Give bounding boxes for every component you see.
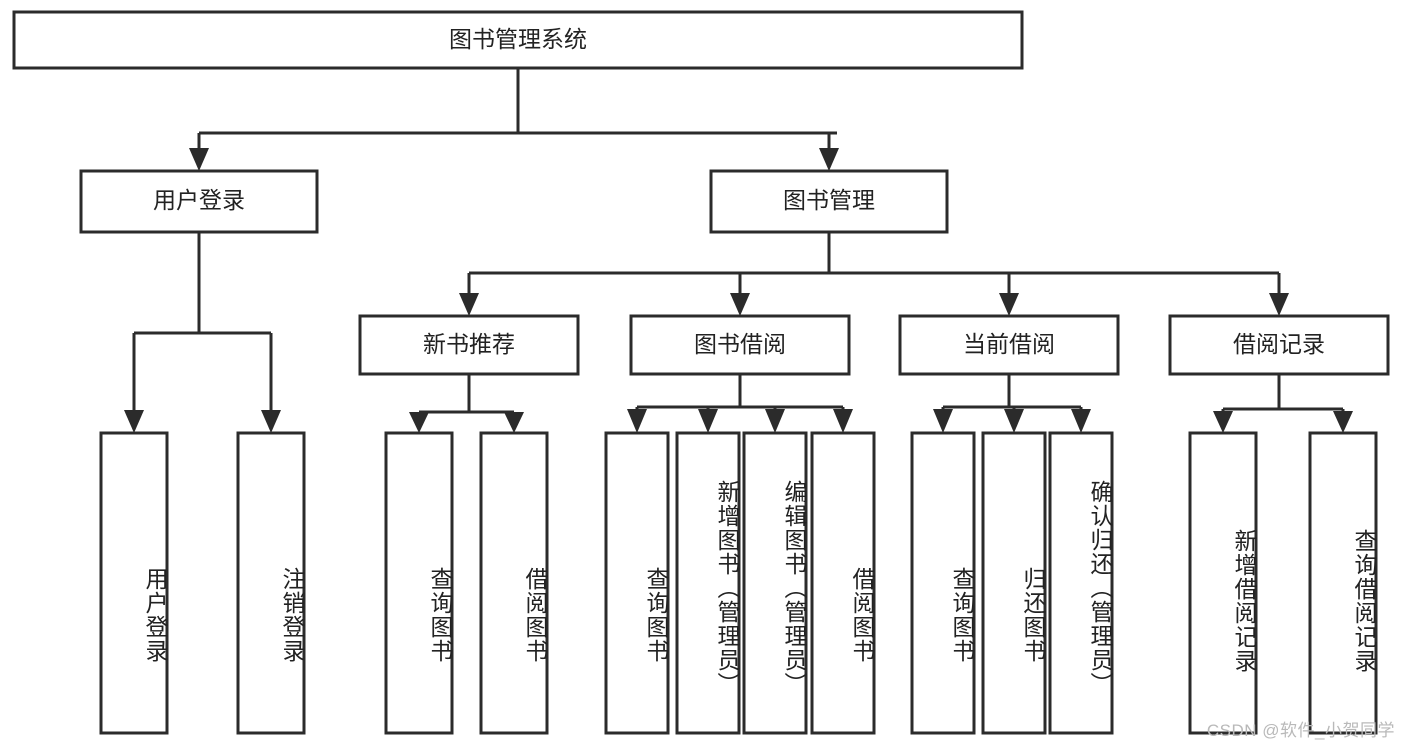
arrowhead-icon-leaf-4	[504, 412, 524, 433]
arrowhead-icon-leaf-3	[409, 412, 429, 433]
arrowhead-icon-leaf-13	[1333, 411, 1353, 433]
node-new-book-recommend-label: 新书推荐	[423, 331, 515, 357]
leaf-box-group	[99, 431, 1378, 735]
leaf-box-edit-book-admin[interactable]	[742, 431, 808, 735]
node-borrow-record-box[interactable]	[1168, 314, 1390, 376]
node-current-borrow-box[interactable]	[898, 314, 1120, 376]
leaf-box-add-book-admin[interactable]	[675, 431, 741, 735]
node-current-borrow[interactable]: 当前借阅	[898, 314, 1120, 376]
leaf-box-borrow-book-nb[interactable]	[479, 431, 549, 735]
arrowhead-icon-leaf-1	[124, 410, 144, 433]
arrowhead-icon-borrow	[730, 293, 750, 316]
leaf-box-query-book-cb[interactable]	[910, 431, 976, 735]
arrowhead-icon-leaf-9	[933, 409, 953, 433]
node-book-manage-box[interactable]	[709, 169, 949, 234]
arrowhead-icon-leaf-10	[1004, 409, 1024, 433]
csdn-watermark: CSDN @软件_小贺同学	[1206, 721, 1395, 740]
node-user-login-box[interactable]	[79, 169, 319, 234]
arrowhead-icon-user-login	[189, 148, 209, 171]
arrowhead-icon-new-book	[459, 293, 479, 316]
node-book-borrow[interactable]: 图书借阅	[629, 314, 851, 376]
connector-group-root	[189, 68, 839, 171]
leaf-box-query-book-bb[interactable]	[604, 431, 670, 735]
leaf-box-logout[interactable]	[236, 431, 306, 735]
connector-group-book-manage	[459, 232, 1289, 316]
arrowhead-icon-leaf-11	[1071, 409, 1091, 433]
arrowhead-icon-current	[999, 293, 1019, 316]
connector-group-current-borrow	[933, 374, 1091, 433]
node-book-manage-label: 图书管理	[783, 187, 875, 213]
node-current-borrow-label: 当前借阅	[963, 331, 1055, 357]
node-root-label: 图书管理系统	[449, 26, 587, 52]
leaf-box-return-book[interactable]	[981, 431, 1047, 735]
node-borrow-record[interactable]: 借阅记录	[1168, 314, 1390, 376]
leaf-box-confirm-return-admin[interactable]	[1048, 431, 1114, 735]
node-user-login[interactable]: 用户登录	[79, 169, 319, 234]
node-root-box[interactable]	[12, 10, 1024, 70]
connector-group-book-borrow	[627, 374, 853, 433]
node-root[interactable]: 图书管理系统	[12, 10, 1024, 70]
leaf-box-user-login[interactable]	[99, 431, 169, 735]
leaf-box-borrow-book-bb[interactable]	[810, 431, 876, 735]
node-book-manage[interactable]: 图书管理	[709, 169, 949, 234]
arrowhead-icon-leaf-6	[698, 409, 718, 433]
arrowhead-icon-leaf-8	[833, 409, 853, 433]
leaf-box-add-borrow-record[interactable]	[1188, 431, 1258, 735]
node-new-book-recommend[interactable]: 新书推荐	[358, 314, 580, 376]
leaf-box-query-borrow-record[interactable]	[1308, 431, 1378, 735]
node-borrow-record-label: 借阅记录	[1233, 331, 1325, 357]
arrowhead-icon-leaf-5	[627, 409, 647, 433]
node-new-book-recommend-box[interactable]	[358, 314, 580, 376]
arrowhead-icon-book-manage	[819, 148, 839, 171]
node-book-borrow-box[interactable]	[629, 314, 851, 376]
connector-group-user-login	[124, 232, 281, 433]
leaf-box-query-book-nb[interactable]	[384, 431, 454, 735]
connector-group-new-book	[409, 374, 524, 433]
arrowhead-icon-leaf-2	[261, 410, 281, 433]
arrowhead-icon-leaf-7	[765, 409, 785, 433]
arrowhead-icon-record	[1269, 293, 1289, 316]
connector-group-borrow-record	[1213, 374, 1353, 433]
arrowhead-icon-leaf-12	[1213, 411, 1233, 433]
node-user-login-label: 用户登录	[153, 187, 245, 213]
node-book-borrow-label: 图书借阅	[694, 331, 786, 357]
